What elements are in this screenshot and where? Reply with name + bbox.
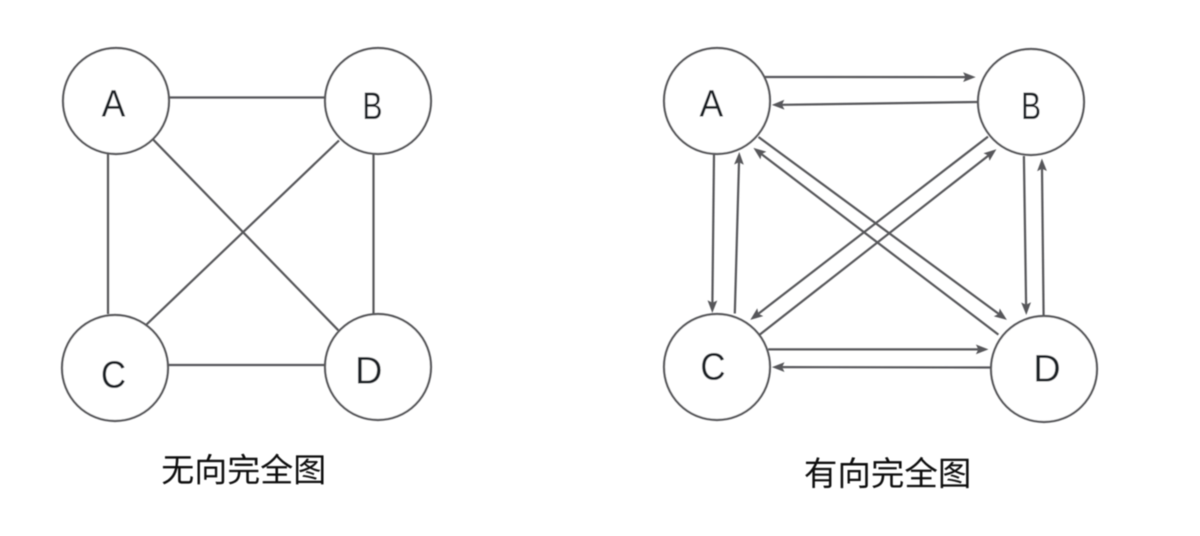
svg-text:A: A	[699, 83, 723, 125]
svg-text:C: C	[700, 346, 725, 388]
svg-text:C: C	[101, 355, 126, 397]
svg-text:B: B	[1021, 86, 1041, 128]
svg-text:D: D	[1033, 348, 1060, 390]
svg-text:A: A	[102, 84, 126, 126]
svg-text:D: D	[355, 351, 382, 393]
svg-text:B: B	[362, 86, 382, 128]
